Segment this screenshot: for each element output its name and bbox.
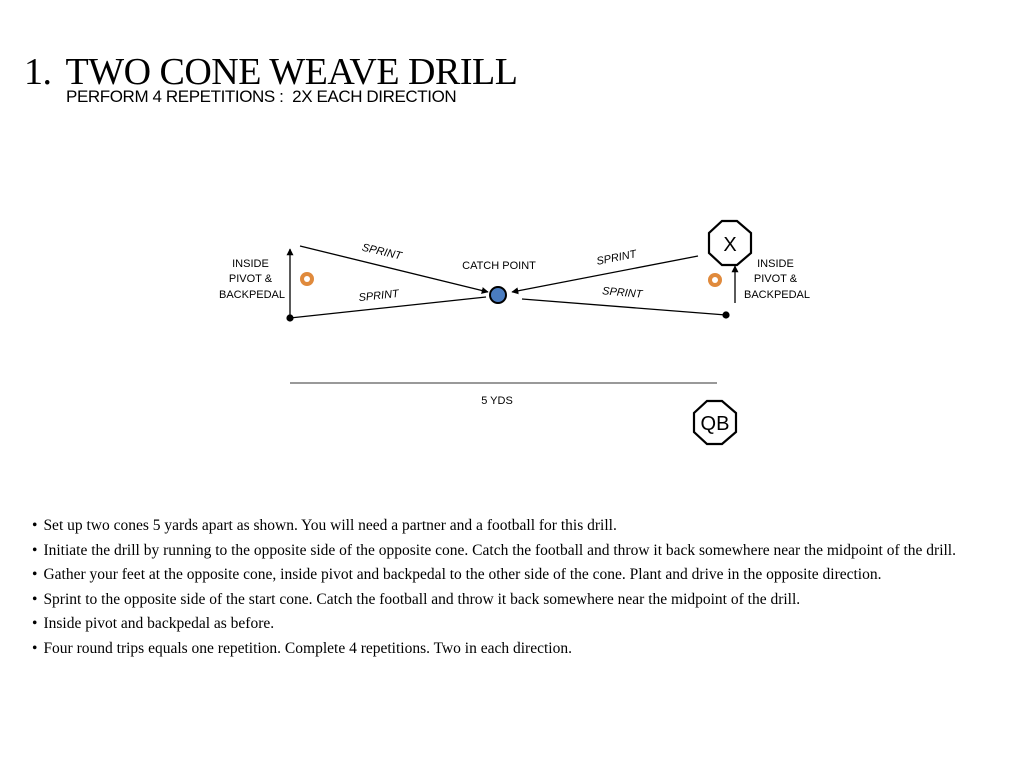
qb-icon: QB: [692, 399, 738, 446]
left-cone-center: [304, 276, 310, 282]
qb-octagon: [692, 399, 738, 446]
right-cone-center: [712, 277, 718, 283]
qb-label: QB: [701, 413, 730, 435]
sprint-path-right-top: [511, 255, 699, 295]
instruction-item: Set up two cones 5 yards apart as shown.…: [32, 516, 982, 536]
distance-label: 5 YDS: [481, 395, 513, 407]
instruction-item: Inside pivot and backpedal as before.: [32, 614, 982, 634]
left-pivot-label-line: BACKPEDAL: [219, 289, 285, 301]
sprint-label: SPRINT: [595, 248, 638, 268]
left-pivot-label: INSIDE PIVOT & BACKPEDAL: [219, 258, 285, 301]
instruction-item: Initiate the drill by running to the opp…: [32, 541, 982, 561]
instruction-item: Gather your feet at the opposite cone, i…: [32, 565, 982, 585]
drill-title: 1. TWO CONE WEAVE DRILL: [24, 51, 518, 93]
sprint-path-left-bottom: [289, 296, 487, 319]
right-cone-icon: [708, 273, 722, 287]
drill-number: 1.: [24, 51, 52, 93]
left-pivot-label-line: INSIDE: [232, 258, 269, 270]
right-pivot-label-line: BACKPEDAL: [744, 289, 810, 301]
catch-point-label: CATCH POINT: [462, 260, 536, 272]
instruction-item: Four round trips equals one repetition. …: [32, 639, 982, 659]
right-pivot-label: INSIDE PIVOT & BACKPEDAL: [744, 258, 810, 301]
partner-x-label: X: [723, 234, 736, 256]
sprint-path-right-bottom: [521, 298, 727, 316]
right-start-dot: [722, 311, 730, 319]
instruction-list: Set up two cones 5 yards apart as shown.…: [32, 516, 982, 663]
sprint-path-left-top: [299, 245, 489, 294]
instruction-item: Sprint to the opposite side of the start…: [32, 590, 982, 610]
sprint-label: SPRINT: [602, 285, 645, 301]
partner-x-octagon: [707, 219, 753, 267]
left-cone-icon: [300, 272, 314, 286]
right-pivot-label-line: PIVOT &: [754, 273, 798, 285]
drill-subtitle: PERFORM 4 REPETITIONS : 2X EACH DIRECTIO…: [66, 87, 457, 106]
right-pivot-label-line: INSIDE: [757, 258, 794, 270]
drill-name: TWO CONE WEAVE DRILL: [65, 51, 518, 93]
sprint-label: SPRINT: [358, 288, 401, 304]
left-pivot-label-line: PIVOT &: [229, 273, 273, 285]
sprint-label: SPRINT: [361, 242, 404, 263]
left-start-dot: [286, 314, 294, 322]
drill-diagram: INSIDE PIVOT & BACKPEDAL INSIDE PIVOT & …: [219, 219, 810, 446]
partner-x-icon: X: [707, 219, 753, 267]
catch-point-marker: [489, 286, 507, 304]
